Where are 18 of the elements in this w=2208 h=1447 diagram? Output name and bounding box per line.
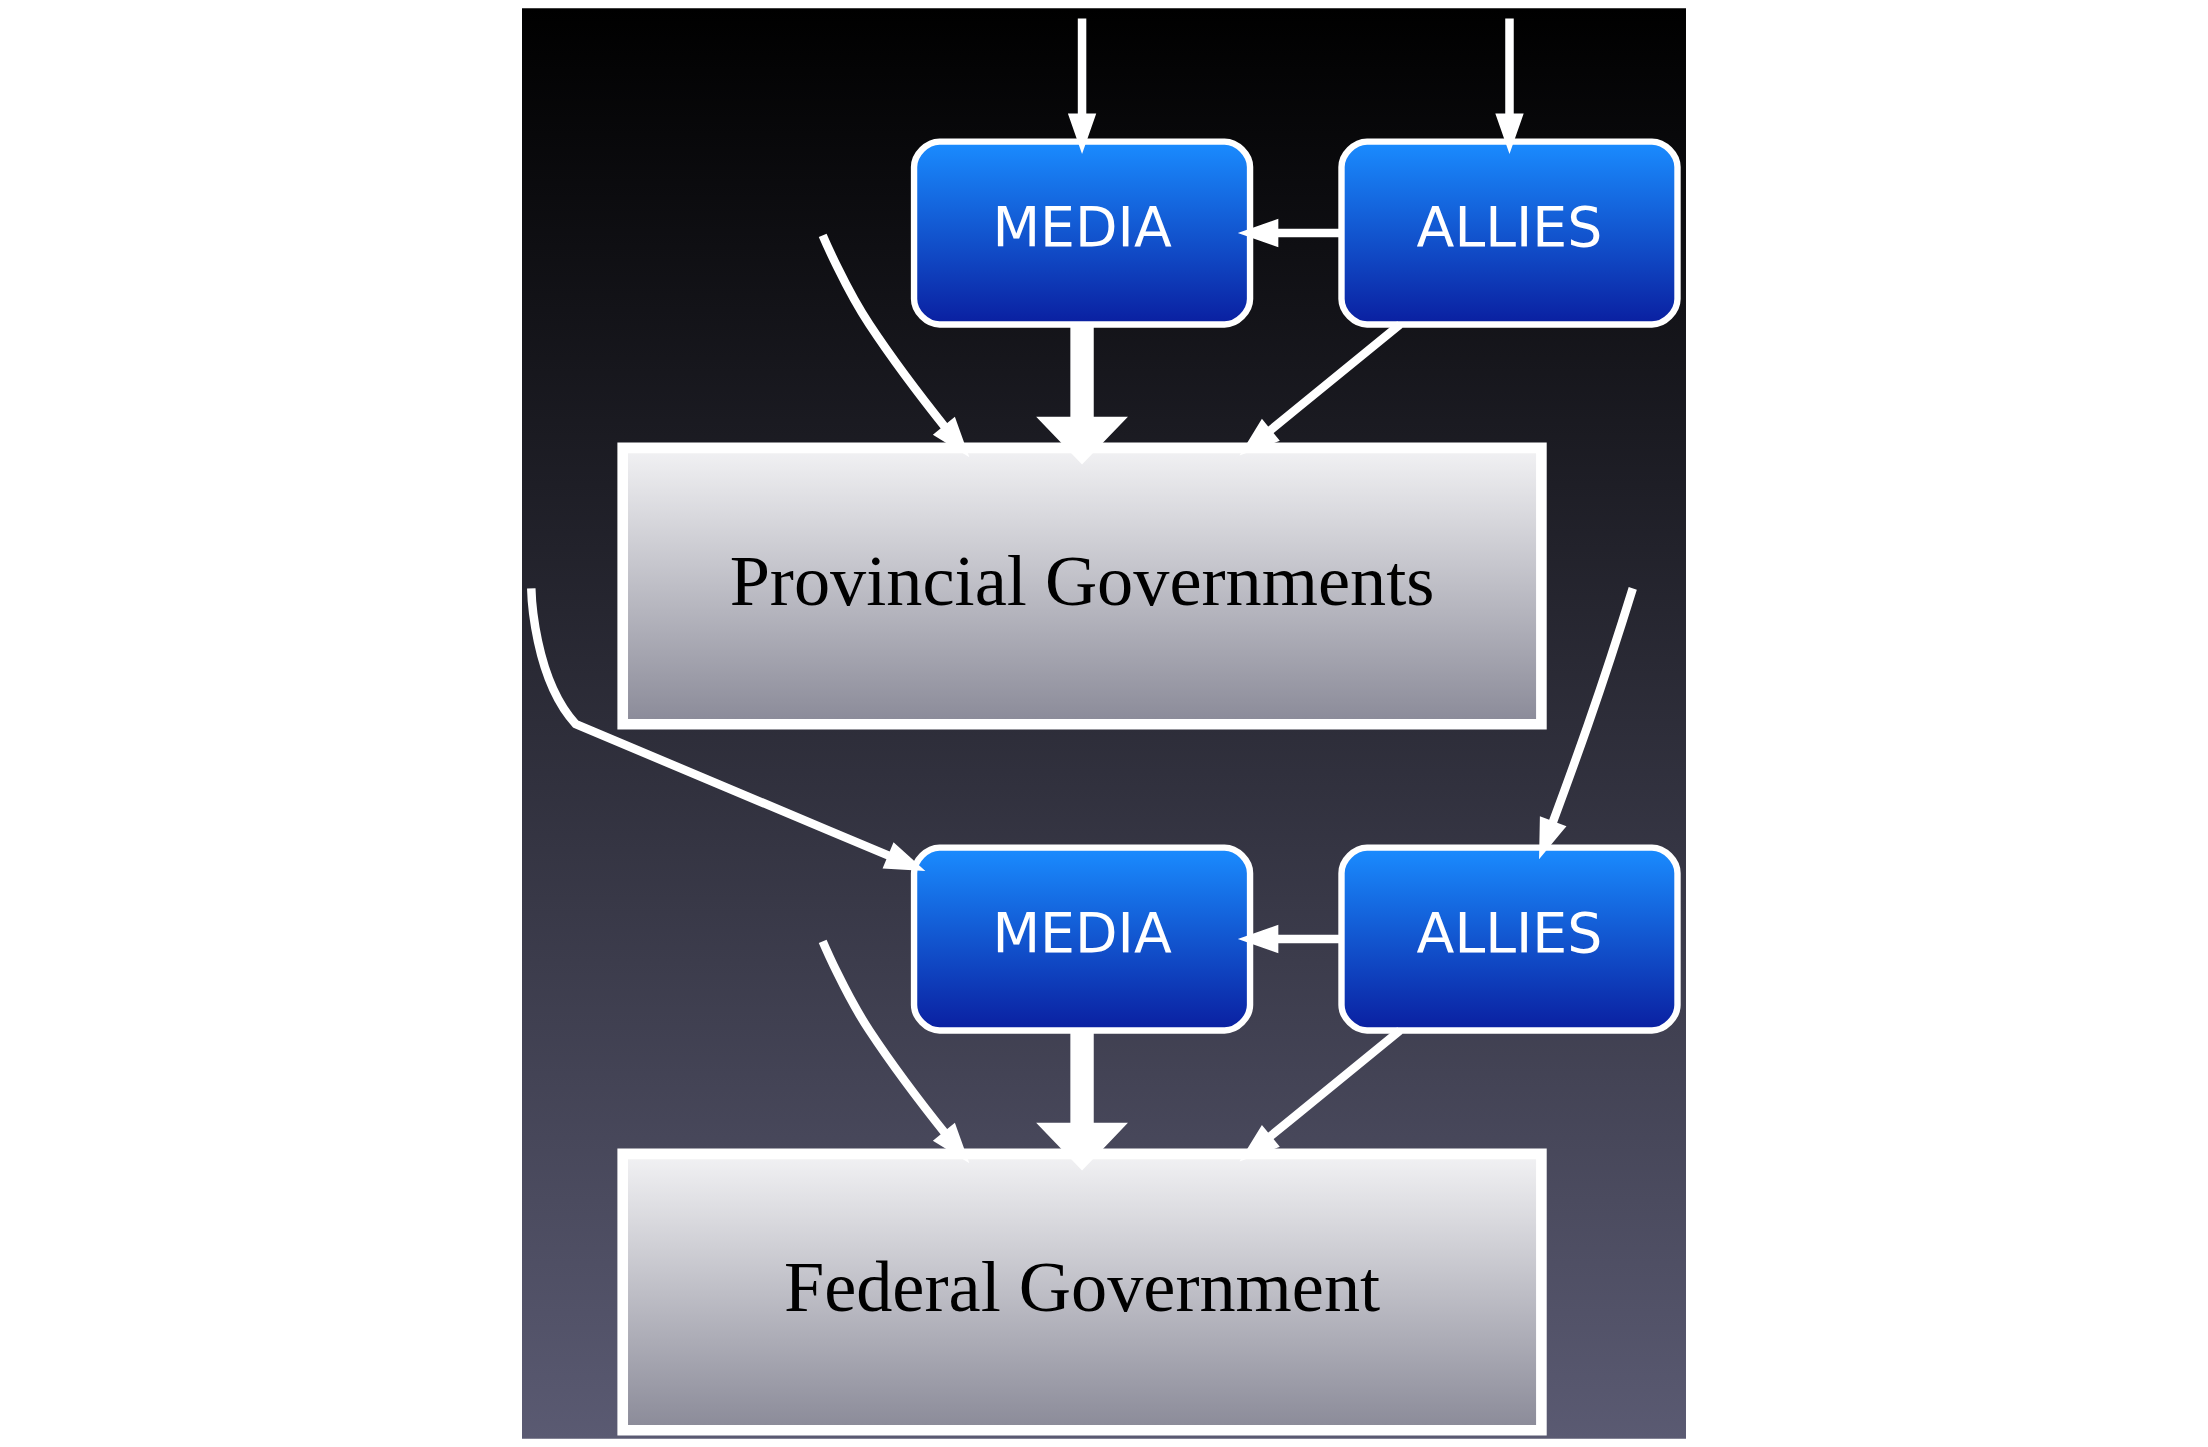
arrow: [527, 588, 926, 872]
node-box: Provincial Governments: [617, 442, 1547, 730]
node-box: MEDIA: [910, 138, 1254, 328]
arrow: [1036, 324, 1128, 465]
arrow: [1539, 587, 1637, 860]
arrow: [818, 233, 970, 458]
node-box: Federal Government: [617, 1148, 1547, 1436]
arrow: [1237, 924, 1341, 954]
arrow: [1036, 1031, 1128, 1171]
arrow: [1067, 18, 1097, 154]
arrow: [818, 939, 970, 1164]
arrow: [1495, 18, 1524, 154]
arrow: [1237, 218, 1341, 248]
arrow: [1239, 1027, 1403, 1162]
node-box: ALLIES: [1338, 138, 1681, 328]
node-box: ALLIES: [1338, 844, 1681, 1034]
arrow: [1239, 321, 1403, 456]
node-box: MEDIA: [910, 844, 1254, 1034]
